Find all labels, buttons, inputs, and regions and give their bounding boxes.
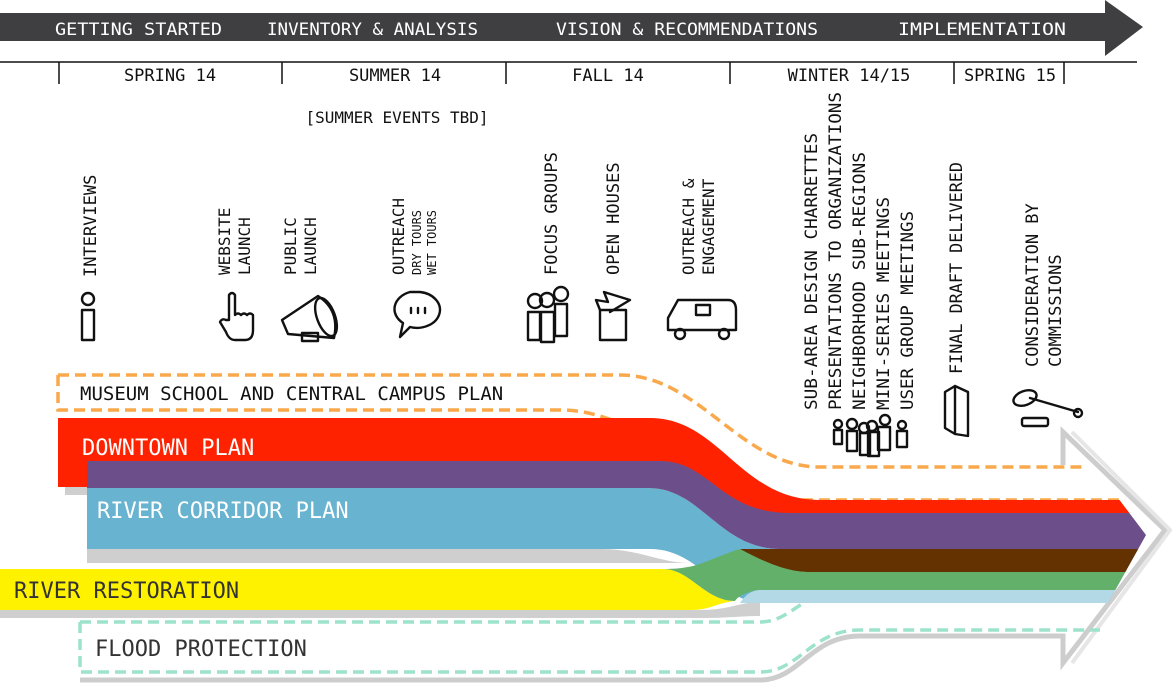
event-labels: INTERVIEWS WEBSITE LAUNCH PUBLIC LAUNCH … [81, 92, 1066, 410]
event-mini-series: MINI-SERIES MEETINGS [874, 197, 894, 410]
season-summer-14: SUMMER 14 [349, 66, 441, 86]
event-presentations: PRESENTATIONS TO ORGANIZATIONS [826, 92, 846, 410]
focus-group-icon [526, 285, 570, 344]
band-brown [740, 549, 1146, 572]
event-outreach: OUTREACH [389, 198, 408, 275]
season-winter-14-15: WINTER 14/15 [788, 66, 911, 86]
event-public-line2: LAUNCH [301, 217, 320, 275]
season-ruler [0, 61, 1137, 84]
event-user-group: USER GROUP MEETINGS [898, 211, 918, 410]
event-open-houses: OPEN HOUSES [604, 162, 624, 275]
phase-arrow: GETTING STARTED INVENTORY & ANALYSIS VIS… [0, 0, 1143, 56]
event-engagement-line2: ENGAGEMENT [699, 178, 718, 275]
person-icon [80, 291, 96, 342]
phase-inventory-analysis: INVENTORY & ANALYSIS [267, 20, 478, 40]
event-dry-tours: DRY TOURS [410, 210, 424, 275]
plan-bands [0, 418, 1146, 674]
summer-events-note: [SUMMER EVENTS TBD] [305, 108, 488, 127]
megaphone-icon [280, 294, 339, 343]
season-fall-14: FALL 14 [572, 66, 644, 86]
event-neighborhood: NEIGHBORHOOD SUB-REGIONS [850, 152, 870, 410]
event-focus-groups: FOCUS GROUPS [542, 152, 562, 275]
season-spring-14: SPRING 14 [124, 66, 216, 86]
implementation-arrow-outline [80, 426, 1172, 683]
event-consideration-line1: CONSIDERATION BY [1023, 203, 1043, 367]
pointing-hand-icon [218, 291, 255, 342]
phase-getting-started: GETTING STARTED [55, 20, 222, 40]
speech-bubble-icon [393, 290, 442, 339]
gavel-icon [1012, 389, 1084, 428]
label-river-restoration: RIVER RESTORATION [14, 579, 239, 604]
open-house-icon [594, 290, 632, 342]
season-spring-15: SPRING 15 [964, 66, 1056, 86]
phase-vision: VISION & RECOMMENDATIONS [556, 20, 818, 40]
event-public-line1: PUBLIC [281, 217, 300, 275]
label-flood-protection: FLOOD PROTECTION [95, 637, 307, 662]
phase-implementation: IMPLEMENTATION [898, 20, 1066, 40]
band-lightblue [740, 590, 1146, 603]
event-engagement-line1: OUTREACH & [679, 178, 698, 275]
band-river-restoration [0, 569, 735, 610]
van-icon [666, 298, 738, 341]
label-river-corridor-plan: RIVER CORRIDOR PLAN [97, 499, 349, 524]
event-final-draft: FINAL DRAFT DELIVERED [947, 162, 967, 374]
people-group-icon [832, 413, 909, 458]
event-consideration-line2: COMMISSIONS [1046, 254, 1066, 367]
band-flood [78, 593, 1100, 674]
label-downtown-plan: DOWNTOWN PLAN [82, 436, 254, 461]
band-green [663, 549, 1146, 601]
event-sub-area-charrettes: SUB-AREA DESIGN CHARRETTES [802, 133, 822, 410]
label-museum-plan: MUSEUM SCHOOL AND CENTRAL CAMPUS PLAN [80, 383, 503, 405]
band-purple [87, 461, 1146, 549]
event-interviews: INTERVIEWS [81, 175, 101, 277]
event-website-line2: LAUNCH [235, 217, 254, 275]
event-website-line1: WEBSITE [215, 208, 234, 275]
document-icon [943, 384, 970, 438]
event-wet-tours: WET TOURS [425, 210, 439, 275]
